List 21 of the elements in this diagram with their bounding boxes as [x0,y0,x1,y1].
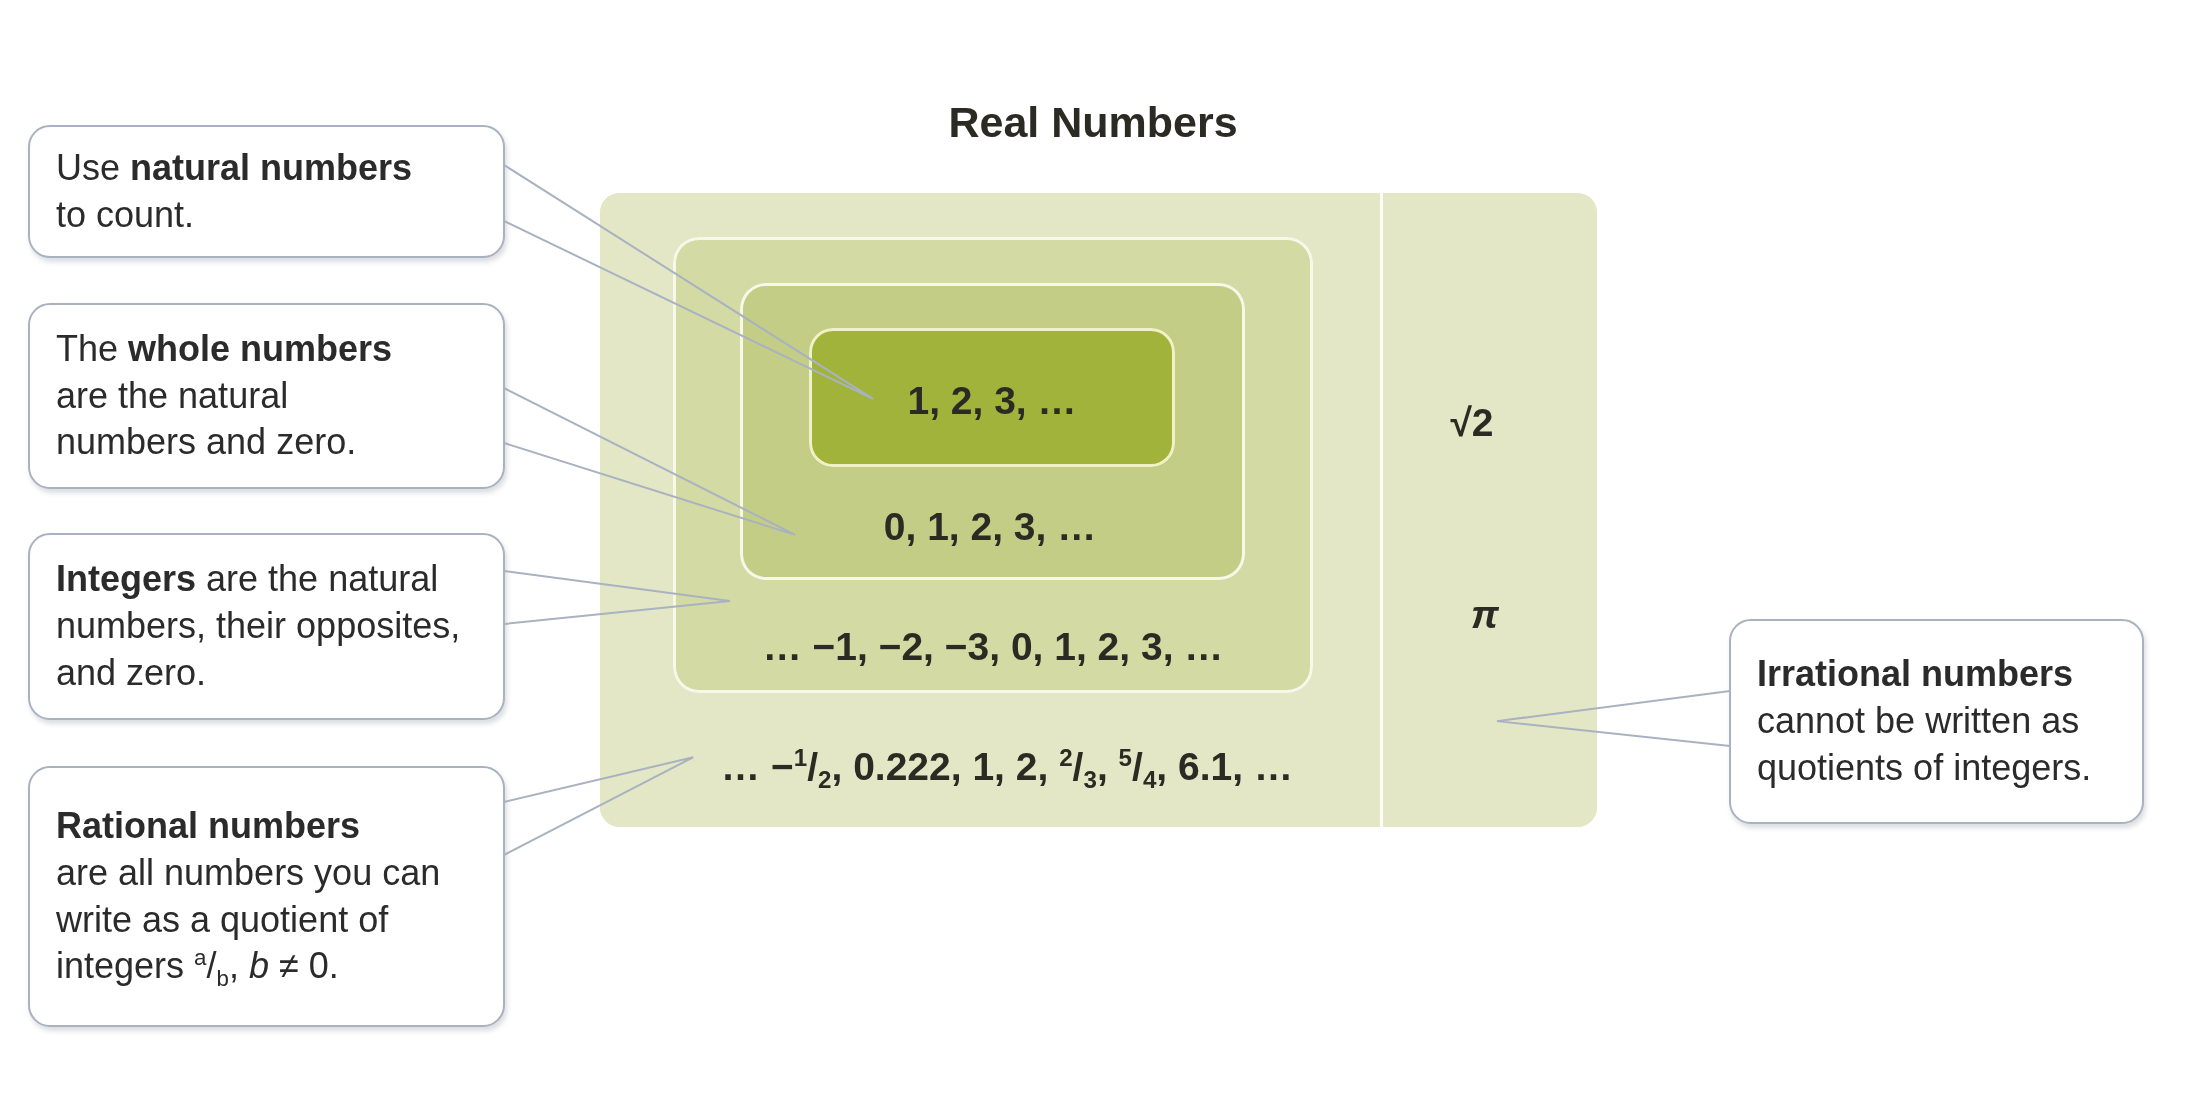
set-region [600,193,1383,827]
number-list: … −1, −2, −3, 0, 1, 2, 3, … [762,622,1224,672]
callout-box [28,766,505,1027]
set-box [809,328,1175,467]
callout-text: Integers are the natural numbers, their opposites, and zero. [56,557,462,695]
callout-text: Irrational numbers cannot be written as quotients of integers. [1757,652,2093,790]
set-box [740,283,1245,580]
callout-text: Use natural numbers to count. [56,145,414,237]
number-list: 0, 1, 2, 3, … [883,502,1097,552]
set-box [673,237,1313,693]
callout-box [28,125,505,258]
callout-box [28,533,505,720]
number-list: 1, 2, 3, … [907,376,1077,426]
number-list: … −$^{1}$/$_{2}$, 0.222, 1, 2, $^{2}$/$_{3}$, $^{5}$/$_{4}$, 6.1, … [721,742,1293,792]
math-symbol: π [1471,591,1499,638]
callout-text: Rational numbers are all numbers you can write as a quotient of integers $^{a}$/$_{b}$, b ≠ 0. [56,803,442,991]
callout-box [1729,619,2144,824]
callout-text: The whole numbers are the natural numbers and zero. [56,326,394,465]
set-heading: Real Numbers [948,97,1238,149]
math-expression: √2 [1450,399,1494,446]
callout-box [28,303,505,489]
